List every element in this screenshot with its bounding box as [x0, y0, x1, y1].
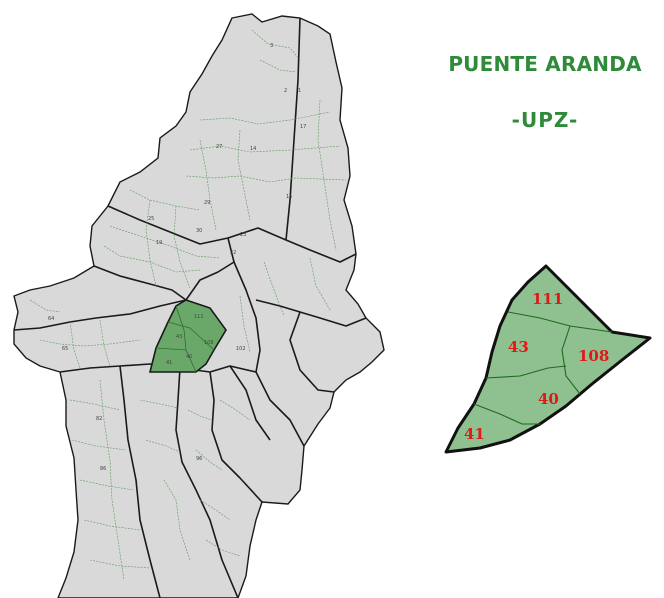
locality-boundaries	[13, 17, 367, 598]
upz-label-43: 43	[508, 338, 529, 356]
upz-label-108: 108	[578, 347, 609, 365]
district-number: 25	[148, 216, 154, 222]
district-number: 86	[100, 466, 106, 472]
district-number: 15	[286, 194, 292, 200]
district-number: 23	[240, 232, 246, 238]
district-numbers: 3 2 1 17 27 14 15 23 22 19 111 43 108 40…	[48, 43, 306, 472]
district-number: 17	[300, 124, 306, 130]
puente-aranda-detail: 111 43 108 40 41	[444, 264, 652, 454]
upz-label-40: 40	[538, 390, 559, 408]
district-number: 27	[216, 144, 222, 150]
district-number: 108	[204, 340, 214, 346]
upz-label-41: 41	[464, 425, 485, 443]
district-number: 1	[298, 88, 301, 94]
district-number: 30	[196, 228, 202, 234]
district-number: 96	[196, 456, 202, 462]
district-number: 29	[204, 200, 210, 206]
upz-label-111: 111	[532, 290, 563, 308]
district-number: 3	[270, 43, 273, 49]
district-number: 2	[284, 88, 287, 94]
district-number: 40	[186, 354, 192, 360]
district-number: 41	[166, 360, 172, 366]
map-subtitle: -UPZ-	[511, 108, 579, 132]
district-number: 64	[48, 316, 54, 322]
detail-outline	[444, 264, 652, 454]
puente-aranda-upz-lines	[155, 305, 215, 373]
district-number: 82	[96, 416, 102, 422]
upz-boundary	[561, 325, 581, 395]
district-number: 65	[62, 346, 68, 352]
upz-boundary	[507, 311, 613, 333]
district-number: 43	[176, 334, 182, 340]
upz-boundary	[473, 403, 540, 425]
district-number: 19	[156, 240, 162, 246]
district-number: 111	[194, 314, 204, 320]
district-number: 14	[250, 146, 256, 152]
district-number: 22	[230, 250, 236, 256]
map-title: PUENTE ARANDA	[448, 52, 642, 76]
upz-boundary	[485, 365, 567, 379]
district-number: 102	[236, 346, 246, 352]
upz-subdivisions	[29, 29, 347, 581]
